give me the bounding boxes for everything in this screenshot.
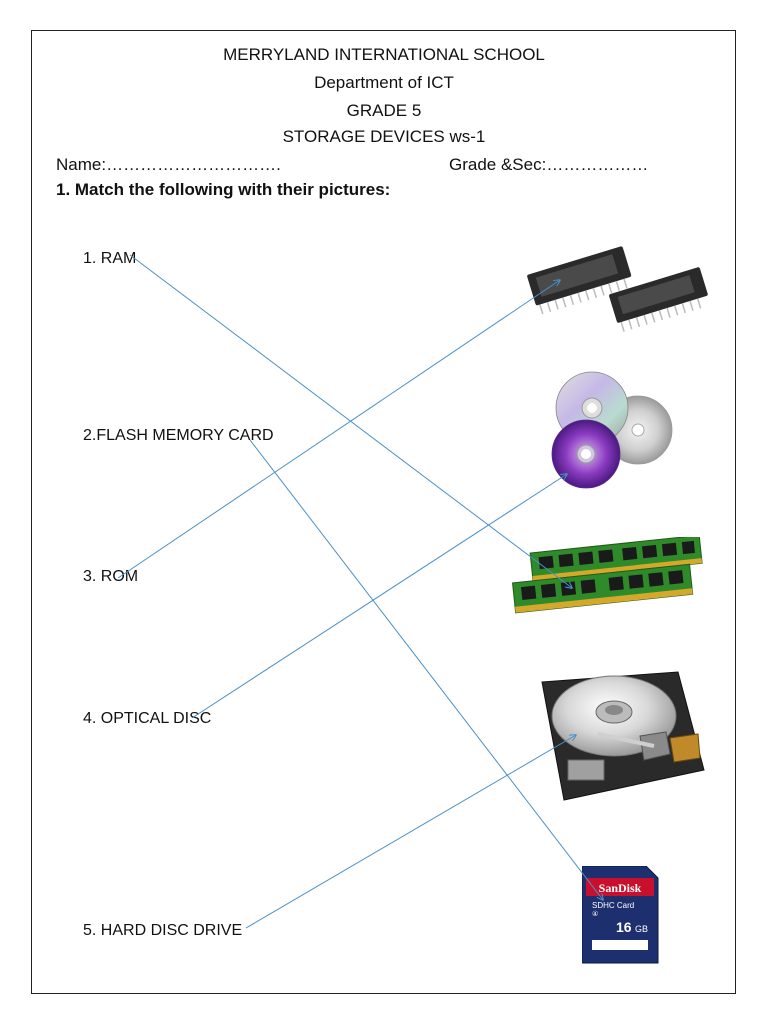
item-optical-disc: 4. OPTICAL DISC — [83, 710, 212, 727]
school-name: MERRYLAND INTERNATIONAL SCHOOL — [223, 45, 545, 64]
department-name: Department of ICT — [314, 73, 454, 92]
hard-disk-picture — [541, 671, 705, 801]
sd-card-picture: SanDisk SDHC Card ④ 16 GB — [582, 866, 659, 964]
item-rom: 3. ROM — [83, 568, 139, 585]
sd-capacity-unit: GB — [635, 924, 648, 934]
item-ram: 1. RAM — [83, 250, 137, 267]
worksheet-title: STORAGE DEVICES ws-1 — [282, 127, 486, 146]
sd-brand: SanDisk — [599, 881, 642, 895]
grade-section-field: Grade &Sec:……………… — [449, 155, 649, 174]
sd-class-icon: ④ — [592, 910, 598, 918]
item-flash-memory-card: 2.FLASH MEMORY CARD — [83, 427, 274, 444]
name-field: Name:…………………………. — [56, 155, 281, 174]
question-heading: 1. Match the following with their pictur… — [56, 180, 391, 199]
optical-discs-picture — [551, 371, 673, 489]
sd-capacity: 16 — [616, 919, 632, 935]
worksheet-border — [31, 30, 736, 994]
item-hard-disc-drive: 5. HARD DISC DRIVE — [83, 922, 243, 939]
sd-type: SDHC Card — [592, 901, 634, 910]
rom-chips-picture — [527, 246, 708, 332]
ram-modules-picture — [511, 537, 703, 614]
grade-title: GRADE 5 — [346, 101, 422, 120]
